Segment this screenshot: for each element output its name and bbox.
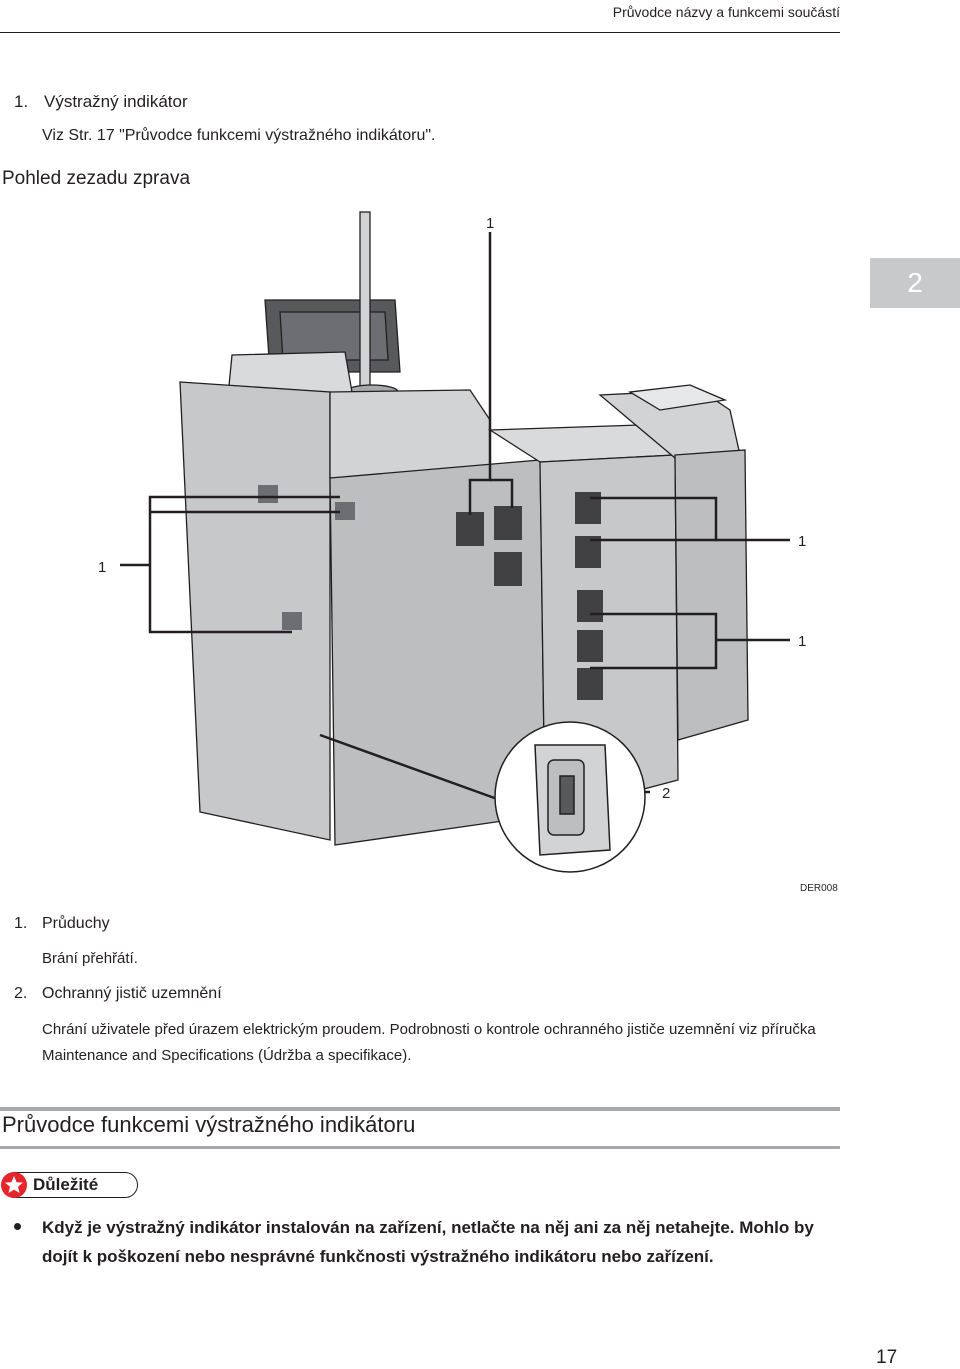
legend-title: Ochranný jistič uzemnění: [42, 985, 222, 1002]
vents: [258, 485, 603, 700]
legend-number: 2.: [14, 985, 28, 1002]
running-header: Průvodce názvy a funkcemi součástí: [612, 4, 840, 20]
figure-code: DER008: [800, 883, 838, 894]
page-number: 17: [876, 1347, 898, 1368]
legend-title: Průduchy: [42, 915, 110, 932]
callout-label-right-upper: 1: [798, 533, 806, 550]
callout-label-left: 1: [98, 559, 106, 576]
breaker-detail: [494, 721, 646, 873]
callout-label-right-lower: 1: [798, 633, 806, 650]
view-title: Pohled zezadu zprava: [2, 168, 191, 189]
section-rule-bottom: [0, 1146, 840, 1149]
important-label: Důležité: [33, 1175, 99, 1194]
figure-labels: 1 1 1 1 2 DER008: [98, 215, 838, 894]
legend-item-2: 2. Ochranný jistič uzemnění: [14, 985, 222, 1003]
legend-desc-2: Chrání uživatele před úrazem elektrickým…: [42, 1021, 816, 1064]
bullet-dot: [14, 1223, 21, 1230]
section1-item: 1. Výstražný indikátor: [14, 92, 188, 112]
header-rule: [0, 32, 840, 33]
section-title: Průvodce funkcemi výstražného indikátoru: [2, 1112, 416, 1137]
callout-label-breaker: 2: [662, 785, 670, 802]
machine-rear-right-illustration: 1 1 1 1 2 DER008: [98, 211, 838, 894]
important-badge: Důležité: [1, 1172, 138, 1198]
section1-item-desc: Viz Str. 17 "Průvodce funkcemi výstražné…: [42, 127, 436, 144]
callout-label-top: 1: [486, 215, 494, 232]
item-number: 1.: [14, 92, 29, 111]
legend-number: 1.: [14, 915, 28, 932]
legend-item-1: 1. Průduchy: [14, 915, 110, 933]
chapter-tab: 2: [870, 258, 960, 308]
bullet-text: Když je výstražný indikátor instalován n…: [42, 1218, 814, 1266]
legend-desc-1: Brání přehřátí.: [42, 950, 138, 967]
star-icon: [1, 1172, 27, 1198]
section-rule-top: [0, 1107, 840, 1111]
item-title: Výstražný indikátor: [44, 92, 188, 111]
callout-lines: [120, 232, 790, 802]
